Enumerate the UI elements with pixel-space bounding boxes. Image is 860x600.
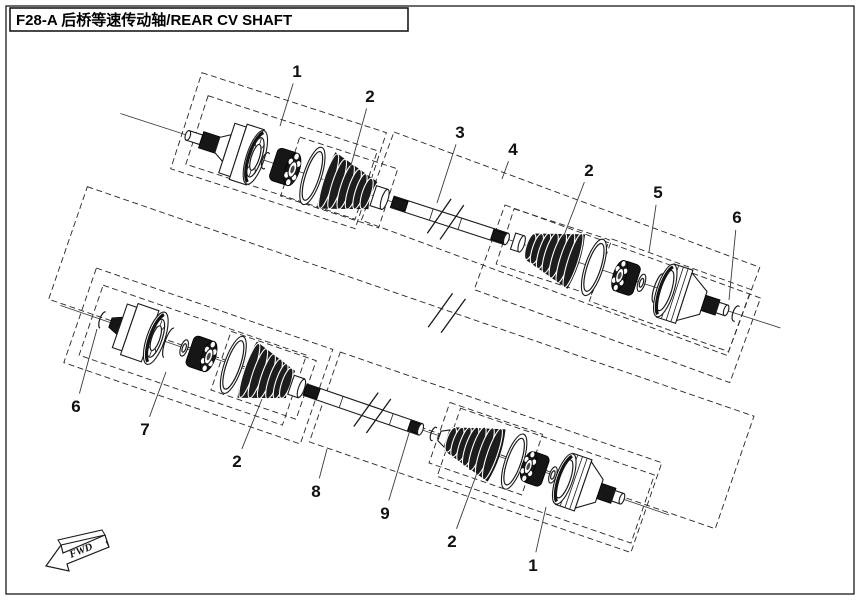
- bearing-cage-2: [611, 259, 641, 296]
- callout-label: 2: [447, 532, 456, 551]
- callout-label: 2: [584, 161, 593, 180]
- callout-label: 2: [365, 87, 374, 106]
- callout-leader: [728, 229, 737, 301]
- cv-boot-lower: [237, 341, 296, 400]
- callout-leader: [149, 371, 167, 417]
- cv-boot-2: [524, 232, 586, 289]
- callout-label: 1: [528, 556, 537, 575]
- inner-cv-housing-lower: [111, 302, 169, 365]
- callout-label: 4: [508, 140, 518, 159]
- title-box: [9, 7, 409, 32]
- callout-label: 2: [232, 452, 241, 471]
- circlip-end-lower: [98, 311, 106, 329]
- callout-leader: [349, 108, 367, 170]
- callout-leader: [436, 144, 457, 204]
- axle-shaft-lower: [302, 383, 425, 436]
- circlip-small-lower: [429, 426, 438, 442]
- boot-clamp-small-lower: [287, 374, 307, 399]
- boot-clamp-large-lower: [219, 335, 247, 394]
- cv-boot-lower-2: [444, 426, 506, 482]
- callout-leader: [279, 83, 294, 127]
- group-box-boot-kit-4: [428, 401, 544, 496]
- washer-lower: [179, 339, 190, 357]
- callouts-layer: 1 2 3 4 2 5 6 6 7 2 8 9 2 1: [71, 62, 741, 575]
- shaft-break-mark: [353, 392, 379, 427]
- page-border: [5, 5, 855, 595]
- callout-label: 6: [732, 208, 741, 227]
- circlip-small: [260, 151, 271, 170]
- callout-leader: [241, 398, 263, 450]
- axle-shaft: [389, 195, 510, 246]
- callout-leader: [562, 181, 585, 239]
- fwd-arrow: FWD: [44, 529, 110, 572]
- callout-leader: [501, 161, 509, 180]
- snap-ring: [651, 273, 663, 304]
- boot-clamp-large-2: [580, 238, 607, 297]
- boot-clamp-small-2: [509, 232, 526, 253]
- callout-label: 9: [380, 504, 389, 523]
- callout-leader: [388, 429, 411, 501]
- shaft-break-mark: [439, 204, 465, 240]
- callout-label: 1: [292, 62, 301, 81]
- bearing-cage-lower: [185, 335, 218, 373]
- group-box-1-outer: [170, 72, 387, 230]
- box-break-mark: [427, 293, 454, 328]
- upper-shaft-assembly: [120, 72, 781, 329]
- washer: [636, 273, 647, 292]
- callout-leader: [318, 448, 328, 479]
- inner-cv-housing: [652, 263, 730, 325]
- lower-shaft-assembly: [48, 186, 755, 554]
- callout-leader: [535, 506, 547, 553]
- cv-boot: [317, 152, 378, 210]
- snap-ring-lower: [162, 327, 175, 358]
- callout-label: 7: [140, 420, 149, 439]
- callout-leader: [78, 328, 98, 394]
- outer-cv-housing-lower: [551, 452, 626, 512]
- callout-label: 3: [455, 123, 464, 142]
- box-break-mark: [440, 298, 466, 334]
- circlip-end: [731, 305, 740, 322]
- outer-cv-housing: [218, 122, 269, 186]
- bearing-cage-lower-2: [519, 451, 550, 487]
- bearing-cage: [269, 147, 302, 187]
- group-box-8: [48, 186, 755, 530]
- callout-label: 6: [71, 397, 80, 416]
- shaft-break-mark: [426, 198, 452, 234]
- callout-label: 5: [653, 183, 662, 202]
- callout-leader: [456, 472, 478, 529]
- shaft-break-mark: [365, 398, 392, 434]
- boot-clamp-large: [299, 146, 326, 206]
- group-box-5-outer: [473, 204, 762, 384]
- outer-joint-stub-shaft: [184, 129, 232, 163]
- callout-label: 8: [311, 482, 320, 501]
- page-title: F28-A 后桥等速传动轴/REAR CV SHAFT: [16, 11, 292, 29]
- boot-clamp-small: [369, 184, 390, 211]
- callout-leader: [648, 204, 657, 253]
- boot-clamp-cone: [437, 429, 451, 449]
